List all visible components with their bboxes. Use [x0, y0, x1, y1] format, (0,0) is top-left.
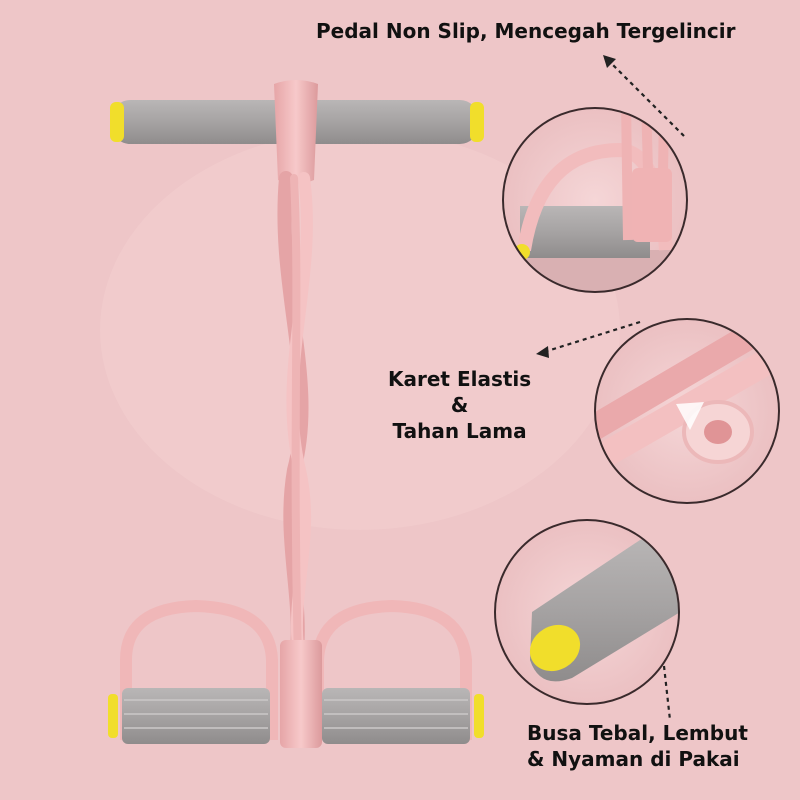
arrow-heads: [536, 55, 616, 358]
annotation-busa: Busa Tebal, Lembut & Nyaman di Pakai: [527, 720, 748, 772]
annotation-pedal-text: Pedal Non Slip, Mencegah Tergelincir: [316, 19, 736, 43]
annotation-pedal: Pedal Non Slip, Mencegah Tergelincir: [316, 18, 735, 44]
elastic-tubes: [277, 171, 313, 667]
annotation-karet: Karet Elastis & Tahan Lama: [388, 366, 531, 444]
pedals: [108, 599, 484, 748]
detail-circle-tube: [594, 318, 780, 504]
annotation-busa-line-2: & Nyaman di Pakai: [527, 747, 740, 771]
detail-circle-foam: [494, 519, 680, 705]
pointer-arrows: [543, 61, 685, 721]
annotation-karet-line-1: Karet Elastis: [388, 367, 532, 391]
top-handle: [110, 80, 484, 184]
annotation-karet-line-3: Tahan Lama: [392, 419, 527, 443]
annotation-karet-line-2: &: [450, 393, 469, 417]
annotation-busa-line-1: Busa Tebal, Lembut: [527, 721, 748, 745]
